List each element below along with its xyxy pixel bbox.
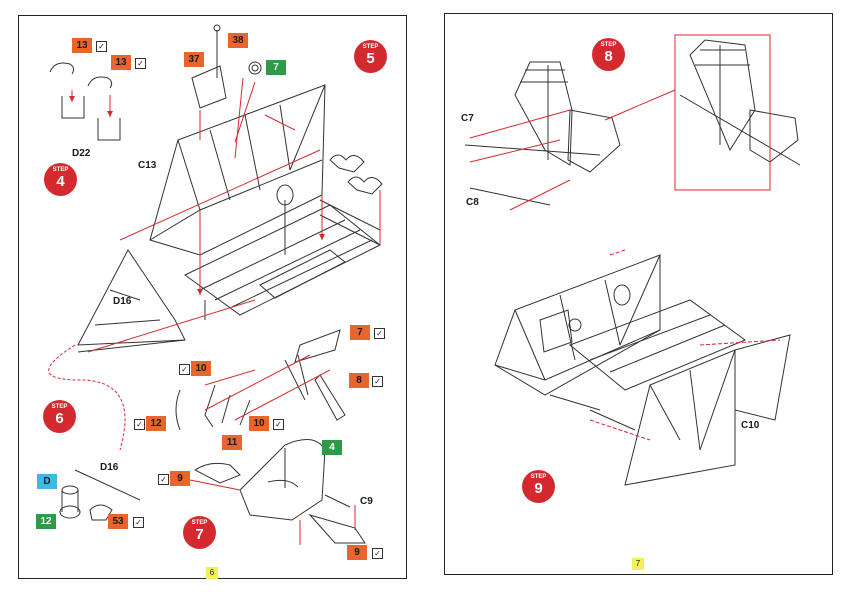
bracket-part [61,96,85,119]
step-9-badge: STEP 9 [522,470,555,503]
check-box[interactable]: ✓ [374,328,385,339]
bracket-part [97,118,121,141]
check-box[interactable]: ✓ [135,58,146,69]
part-tag-4-green: 4 [322,440,342,455]
part-label-d16: D16 [100,462,119,473]
part-label-c13: C13 [138,160,157,171]
part-label-d22: D22 [72,148,91,159]
check-box[interactable]: ✓ [96,41,107,52]
step-7-badge: STEP 7 [183,516,216,549]
step-number: 6 [55,410,64,427]
part-tag-10: 10 [249,416,269,431]
check-box[interactable]: ✓ [273,419,284,430]
step-number: 8 [604,48,613,65]
step-word: STEP [362,44,379,50]
part-tag-53: 53 [108,514,128,529]
seat-part [239,439,326,521]
check-box[interactable]: ✓ [372,548,383,559]
check-box[interactable]: ✓ [134,419,145,430]
right-page [444,13,833,575]
step-word: STEP [51,404,68,410]
step-4-badge: STEP 4 [44,163,77,196]
plate-part [191,65,227,109]
part-tag-9: 9 [170,471,190,486]
step-word: STEP [600,42,617,48]
callout-box [674,34,771,191]
part-tag-13: 13 [72,38,92,53]
part-tag-38: 38 [228,33,248,48]
step-word: STEP [530,474,547,480]
part-tag-11: 11 [222,435,242,450]
part-label-c10: C10 [741,420,760,431]
step-word: STEP [191,520,208,526]
step-5-badge: STEP 5 [354,40,387,73]
step-number: 9 [534,480,543,497]
step-number: 7 [195,526,204,543]
step-word: STEP [52,167,69,173]
step-number: 4 [56,173,65,190]
fuselage-frame [149,84,326,256]
check-box[interactable]: ✓ [133,517,144,528]
part-tag-12-green: 12 [36,514,56,529]
side-frame-c10 [624,349,736,486]
main-fuselage-frame [494,254,661,396]
part-label-c7: C7 [461,113,474,124]
step-8-badge: STEP 8 [592,38,625,71]
part-label-c9: C9 [360,496,373,507]
part-label-d16: D16 [113,296,132,307]
check-box[interactable]: ✓ [372,376,383,387]
page-number: 6 [206,567,218,579]
part-tag-7: 7 [350,325,370,340]
step-number: 5 [366,50,375,67]
clip-part [87,76,113,89]
clip-part [49,62,75,75]
check-box[interactable]: ✓ [158,474,169,485]
page-number: 7 [632,558,644,570]
part-tag-9: 9 [347,545,367,560]
part-tag-37: 37 [184,52,204,67]
part-tag-12: 12 [146,416,166,431]
part-tag-13: 13 [111,55,131,70]
part-tag-8: 8 [349,373,369,388]
side-frame-d16 [77,249,186,346]
step-6-badge: STEP 6 [43,400,76,433]
cockpit-floor [184,204,381,316]
check-box[interactable]: ✓ [179,364,190,375]
part-tag-10: 10 [191,361,211,376]
part-tag-d-blue: D [37,474,57,489]
part-label-c8: C8 [466,197,479,208]
seat-pan-part [567,109,621,173]
part-tag-7-green: 7 [266,60,286,75]
